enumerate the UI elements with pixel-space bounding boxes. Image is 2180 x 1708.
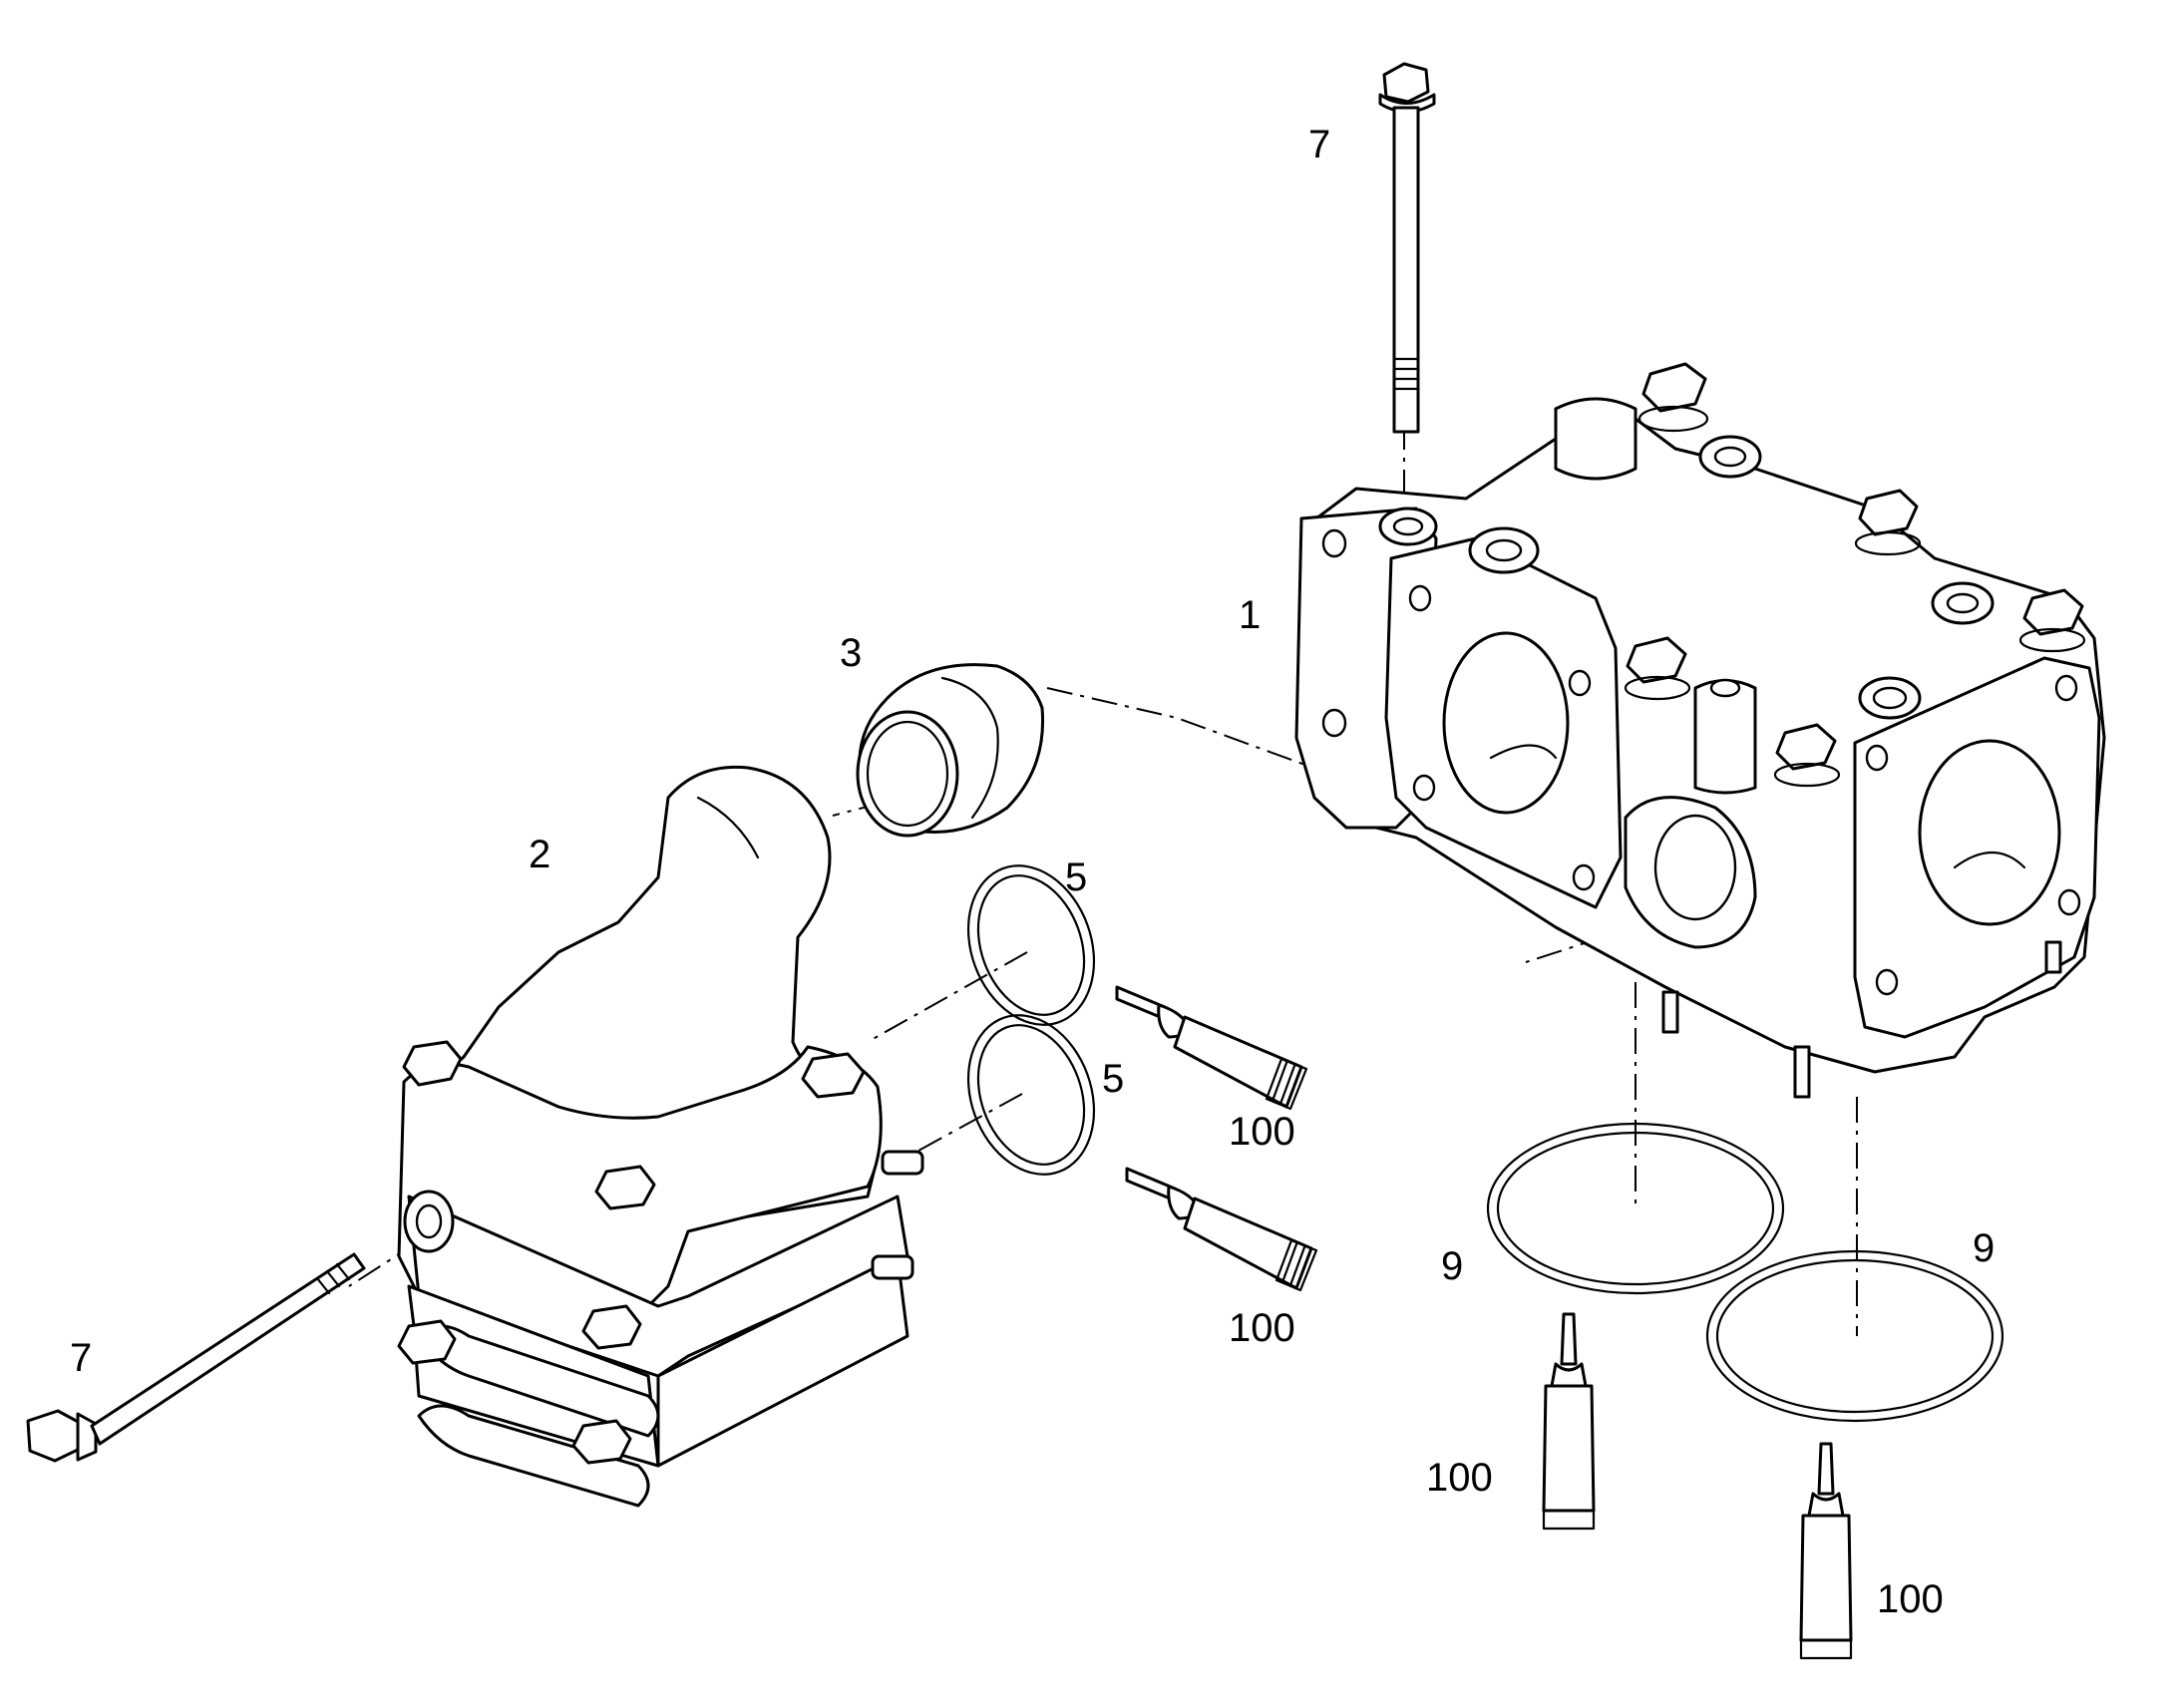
sealant-tube-4 — [1799, 1442, 1853, 1660]
housing-bolt-1 — [1637, 362, 1709, 433]
bolt-vertical — [1378, 62, 1436, 434]
housing-bolt-4 — [1624, 636, 1691, 701]
cover-bolt-6 — [571, 1419, 632, 1465]
pipe-sleeve — [856, 663, 1045, 838]
main-housing — [1294, 362, 2106, 1099]
housing-bolt-5 — [1773, 723, 1841, 788]
callout-100-a: 100 — [1229, 1110, 1295, 1154]
callout-100-c: 100 — [1426, 1456, 1493, 1500]
o-ring-lower — [966, 1014, 1096, 1176]
callout-100-d: 100 — [1877, 1577, 1944, 1621]
sealant-tube-3 — [1542, 1312, 1596, 1531]
callout-5-upper: 5 — [1065, 855, 1087, 899]
o-ring-upper — [966, 864, 1096, 1026]
ring-large-left — [1486, 1122, 1785, 1295]
housing-bolt-3 — [2018, 588, 2086, 653]
cover-bolt-4 — [581, 1304, 642, 1350]
callout-100-b: 100 — [1229, 1306, 1295, 1350]
callout-7-bottom: 7 — [70, 1336, 92, 1380]
elbow-cover — [397, 765, 924, 1508]
housing-bolt-2 — [1854, 489, 1922, 556]
cover-bolt-1 — [402, 1040, 463, 1087]
callout-3: 3 — [840, 631, 862, 675]
cover-bolt-3 — [594, 1165, 656, 1210]
ring-large-right — [1705, 1249, 2004, 1423]
callout-5-lower: 5 — [1102, 1057, 1124, 1101]
callout-7-top: 7 — [1308, 123, 1330, 167]
cover-bolt-5 — [397, 1319, 457, 1365]
callout-2: 2 — [529, 833, 550, 876]
bolt-diagonal — [26, 1252, 366, 1463]
cover-bolt-2 — [801, 1052, 866, 1099]
callout-labels: 1 2 3 5 5 7 7 9 9 100 100 100 100 — [70, 123, 1995, 1621]
callout-1: 1 — [1239, 593, 1261, 637]
sealant-tube-2 — [1125, 1167, 1318, 1292]
callout-9-left: 9 — [1441, 1244, 1463, 1288]
sealant-tube-1 — [1115, 985, 1308, 1111]
callout-9-right: 9 — [1973, 1226, 1995, 1270]
